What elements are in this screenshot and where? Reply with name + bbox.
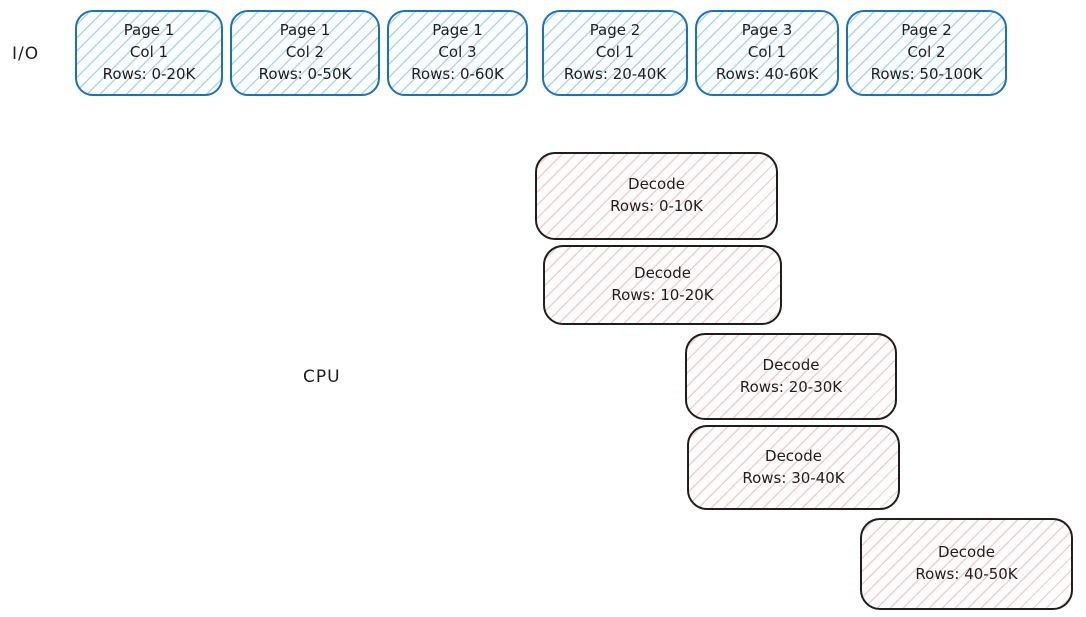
decode-rows: Rows: 40-50K — [915, 565, 1018, 583]
io-block-page: Page 3 — [741, 21, 793, 40]
io-block-rows: Rows: 20-40K — [563, 64, 667, 83]
io-block-page: Page 2 — [901, 21, 952, 40]
io-block-col: Col 1 — [747, 43, 787, 62]
io-block-rows: Rows: 0-20K — [102, 64, 196, 83]
io-block-page2-col2: Page 2 Col 2 Rows: 50-100K — [846, 10, 1007, 96]
cpu-lane-label: CPU — [303, 367, 341, 387]
io-lane-label: I/O — [12, 44, 40, 64]
cpu-decode-30-40k: Decode Rows: 30-40K — [687, 425, 900, 510]
io-block-page1-col1: Page 1 Col 1 Rows: 0-20K — [75, 10, 223, 96]
io-block-col: Col 1 — [129, 43, 169, 62]
io-block-page: Page 1 — [123, 21, 175, 40]
io-block-rows: Rows: 50-100K — [870, 64, 983, 83]
cpu-decode-40-50k: Decode Rows: 40-50K — [860, 518, 1073, 610]
decode-title: Decode — [762, 355, 820, 374]
decode-title: Decode — [938, 543, 995, 562]
io-block-page: Page 2 — [589, 21, 641, 40]
io-block-rows: Rows: 0-50K — [258, 64, 352, 83]
io-block-page: Page 1 — [279, 21, 331, 40]
io-block-rows: Rows: 40-60K — [715, 64, 819, 83]
io-block-col: Col 1 — [595, 43, 635, 62]
io-block-col: Col 2 — [285, 43, 325, 62]
io-block-page: Page 1 — [432, 21, 483, 40]
decode-rows: Rows: 30-40K — [742, 468, 845, 487]
decode-title: Decode — [765, 446, 822, 465]
cpu-decode-10-20k: Decode Rows: 10-20K — [543, 245, 782, 325]
cpu-decode-0-10k: Decode Rows: 0-10K — [535, 152, 778, 240]
io-block-page1-col3: Page 1 Col 3 Rows: 0-60K — [387, 10, 528, 96]
decode-title: Decode — [634, 264, 691, 283]
io-block-page1-col2: Page 1 Col 2 Rows: 0-50K — [230, 10, 380, 96]
io-block-col: Col 2 — [907, 43, 946, 62]
io-block-col: Col 3 — [438, 43, 477, 62]
io-block-page2-col1: Page 2 Col 1 Rows: 20-40K — [542, 10, 688, 96]
io-block-page3-col1: Page 3 Col 1 Rows: 40-60K — [695, 10, 839, 96]
decode-title: Decode — [628, 175, 685, 194]
decode-rows: Rows: 20-30K — [739, 377, 843, 396]
decode-rows: Rows: 0-10K — [610, 197, 703, 215]
io-block-rows: Rows: 0-60K — [411, 64, 504, 83]
cpu-decode-20-30k: Decode Rows: 20-30K — [685, 333, 897, 420]
decode-rows: Rows: 10-20K — [611, 286, 714, 304]
